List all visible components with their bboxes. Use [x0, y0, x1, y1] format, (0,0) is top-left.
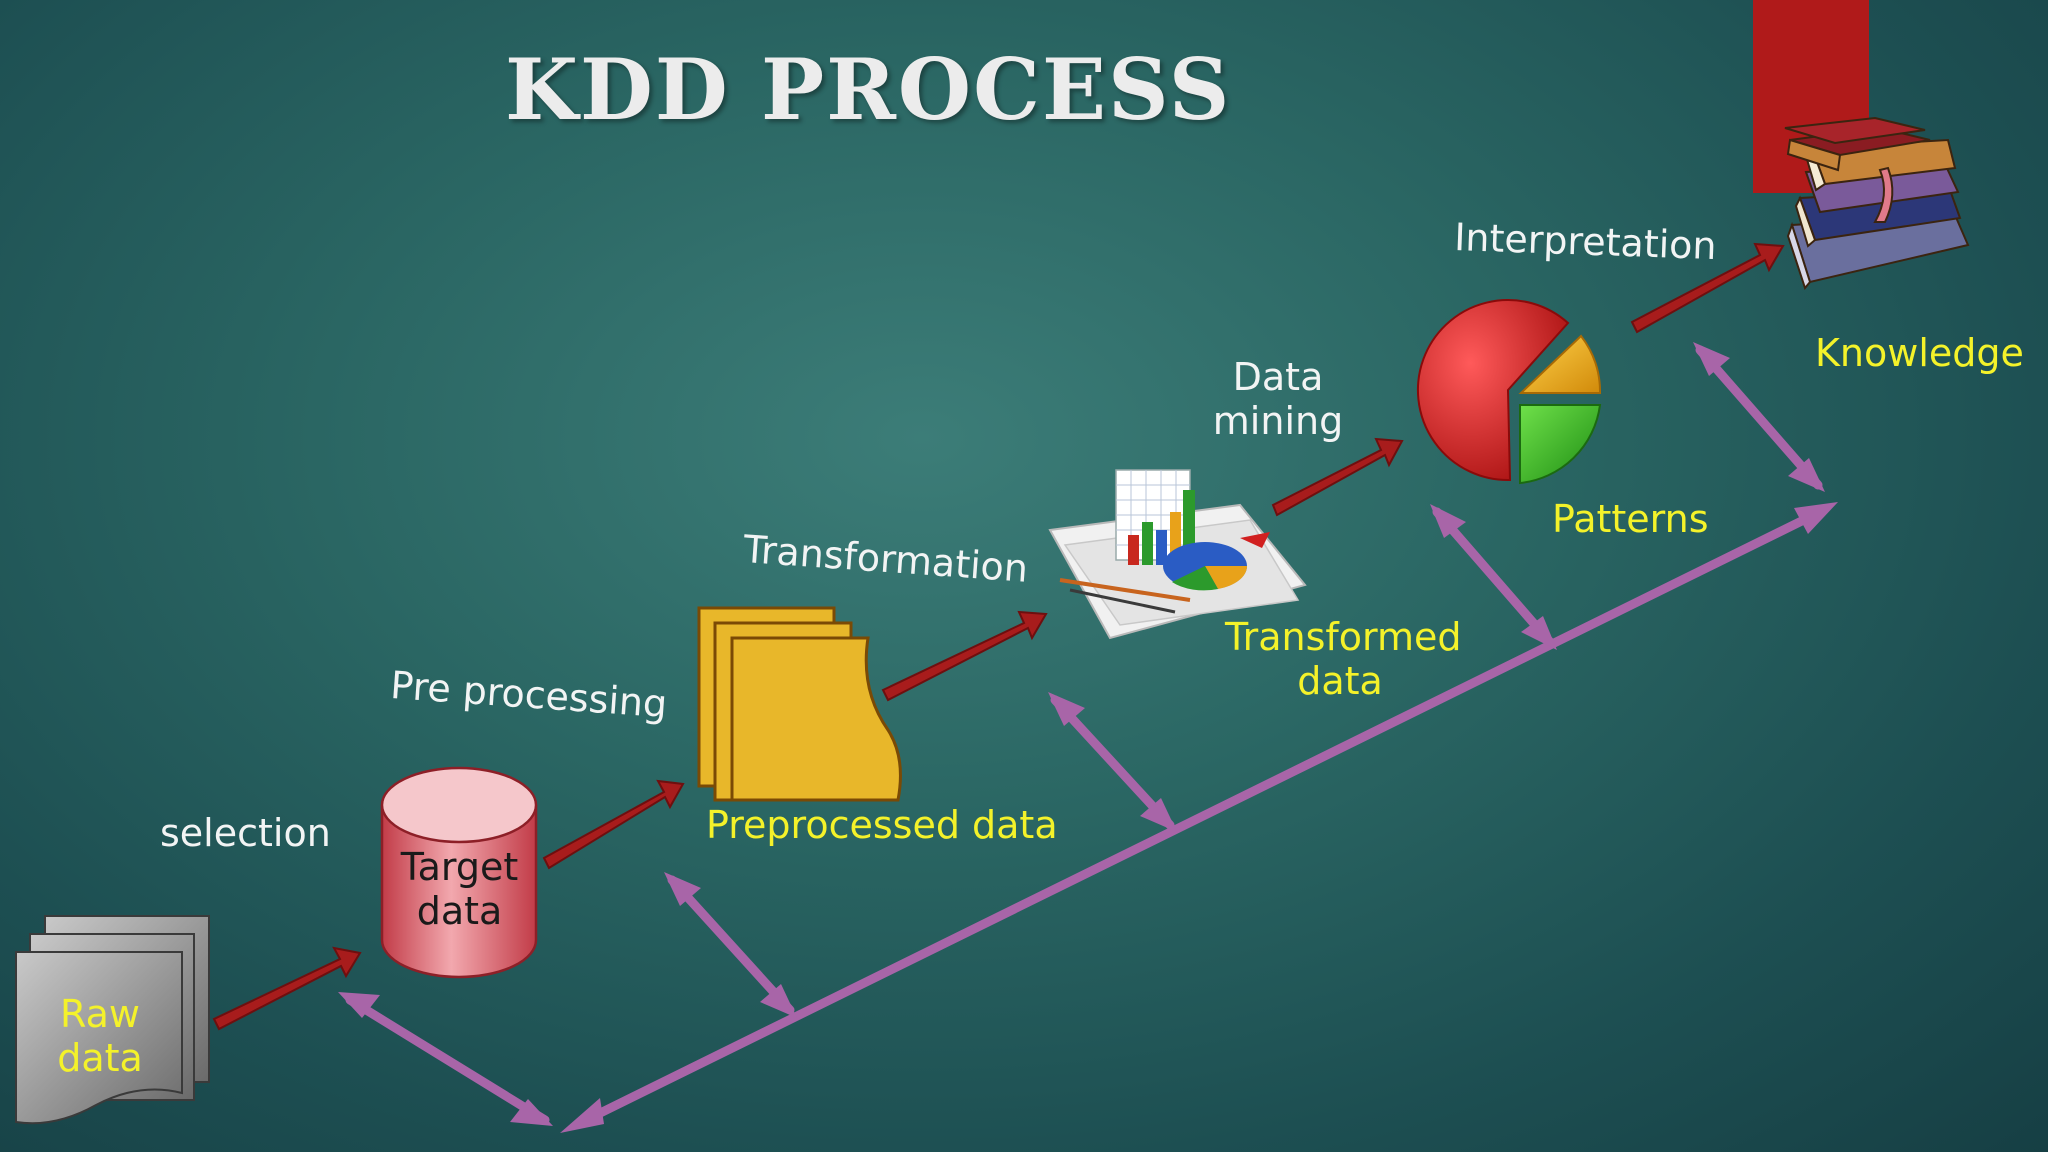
pie-chart-icon	[1416, 299, 1602, 485]
feedback-arrows	[338, 342, 1838, 1133]
page-title: KDD PROCESS	[505, 40, 1232, 139]
artifact-label-target-data: Target data	[392, 845, 527, 933]
artifact-label-raw-data-line1: Raw	[60, 992, 140, 1036]
step-label-data-mining-line1: Data	[1232, 355, 1324, 399]
artifact-label-transformed-data-line1: Transformed	[1225, 615, 1462, 659]
feedback-arrow-4	[1432, 507, 1555, 647]
baseline-head-right	[1794, 502, 1838, 534]
database-cylinder-icon	[380, 766, 538, 979]
feedback-arrow-3	[1050, 695, 1175, 830]
step-label-data-mining: Data mining	[1208, 355, 1348, 443]
feedback-arrow-1	[345, 995, 550, 1125]
step-arrow-1	[212, 946, 362, 1031]
charts-report-icon	[1048, 469, 1307, 640]
yellow-file-stack-icon	[697, 606, 902, 802]
step-arrow-4	[1271, 437, 1404, 517]
feedback-arrow-5	[1695, 345, 1823, 490]
feedback-baseline	[575, 507, 1825, 1128]
feedback-arrow-2	[667, 875, 795, 1015]
artifact-label-raw-data-line2: data	[57, 1035, 143, 1080]
artifact-label-target-data-line1: Target	[400, 845, 519, 889]
document-stack-icon	[15, 915, 210, 1125]
step-label-data-mining-line2: mining	[1212, 398, 1344, 443]
books-stack-icon	[1784, 116, 1970, 291]
artifact-label-target-data-line2: data	[416, 888, 503, 933]
artifact-label-knowledge: Knowledge	[1815, 331, 2024, 375]
artifact-label-preprocessed-data: Preprocessed data	[706, 803, 1058, 847]
step-arrows	[212, 242, 1785, 1031]
artifact-label-transformed-data-line2: data	[1297, 658, 1383, 703]
artifact-label-raw-data: Raw data	[45, 992, 155, 1080]
step-arrow-2	[542, 779, 685, 870]
step-arrow-3	[881, 610, 1048, 702]
artifact-label-transformed-data: Transformed data	[1225, 615, 1462, 703]
step-label-selection: selection	[160, 811, 331, 855]
step-label-interpretation: Interpretation	[1453, 215, 1718, 269]
baseline-head-left	[560, 1098, 604, 1133]
artifact-label-patterns: Patterns	[1552, 497, 1709, 541]
step-arrow-5	[1630, 242, 1785, 334]
